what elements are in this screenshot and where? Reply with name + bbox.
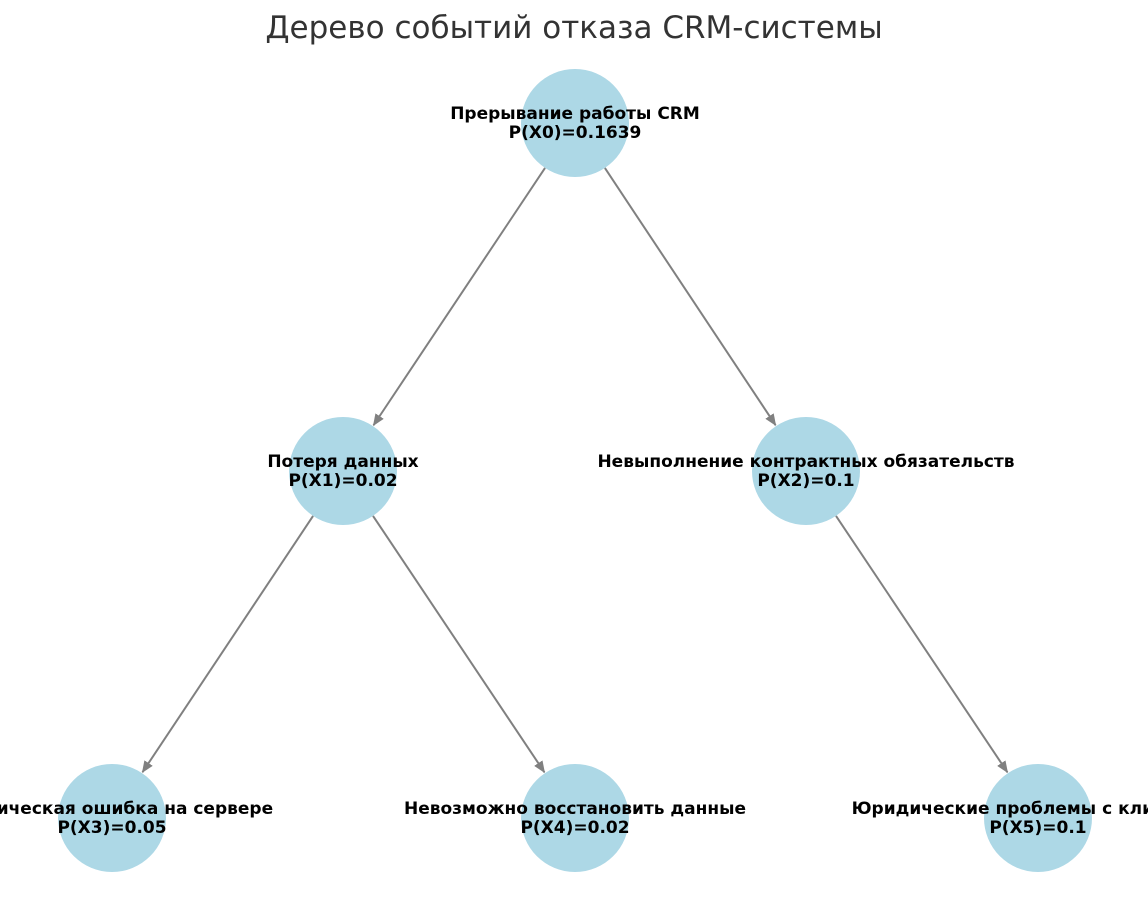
node-circle [58,764,166,872]
node-probability: P(X2)=0.1 [757,471,854,491]
node-probability: P(X4)=0.02 [520,818,629,838]
node-circle [289,417,397,525]
node-probability: P(X1)=0.02 [288,471,397,491]
node-circle [752,417,860,525]
node-probability: P(X0)=0.1639 [509,123,642,143]
node-x5: Юридические проблемы с клиентамиP(X5)=0.… [852,764,1148,872]
node-probability: P(X3)=0.05 [57,818,166,838]
node-probability: P(X5)=0.1 [989,818,1086,838]
edges-layer [141,167,1009,774]
node-circle [521,69,629,177]
edge-x1-x4 [372,515,546,774]
node-label: Техническая ошибка на сервере [0,799,273,819]
edge-x1-x3 [141,515,314,774]
edge-x0-x1 [372,167,546,427]
node-label: Невозможно восстановить данные [404,799,746,819]
edge-x0-x2 [604,167,777,427]
edge-x2-x5 [835,515,1009,774]
node-label: Невыполнение контрактных обязательств [597,452,1014,472]
node-label: Юридические проблемы с клиентами [852,799,1148,819]
nodes-layer: Прерывание работы CRMP(X0)=0.1639Потеря … [0,69,1148,872]
node-circle [521,764,629,872]
node-x2: Невыполнение контрактных обязательствP(X… [597,417,1015,525]
node-label: Потеря данных [267,452,418,472]
node-circle [984,764,1092,872]
diagram-title: Дерево событий отказа CRM-системы [265,10,882,46]
node-label: Прерывание работы CRM [450,104,700,124]
